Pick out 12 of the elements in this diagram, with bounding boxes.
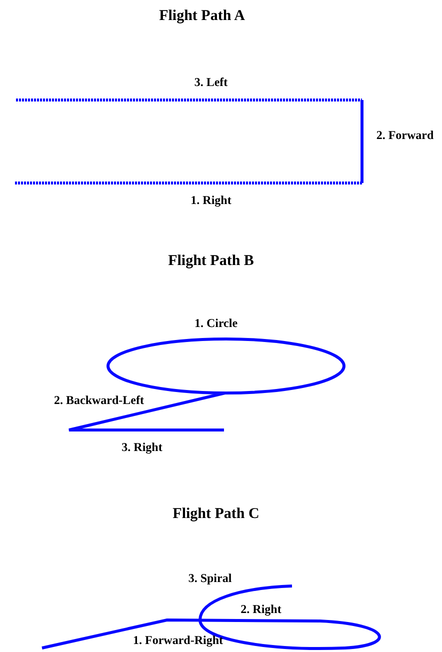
- path-label: 3. Right: [122, 439, 162, 456]
- path-label: 1. Right: [190, 192, 232, 209]
- panel-heading: Flight Path A: [159, 6, 245, 26]
- path-label: 2. Forward: [376, 127, 434, 144]
- path-label: 1. Circle: [194, 315, 238, 332]
- path-label: 2. Backward-Left: [54, 392, 144, 409]
- path-label: 1. Forward-Right: [133, 632, 223, 649]
- path-label: 2. Right: [240, 601, 282, 618]
- panel-heading: Flight Path B: [168, 252, 254, 271]
- path-label: 3. Spiral: [188, 570, 232, 587]
- path-label: 3. Left: [194, 74, 228, 91]
- panel-heading: Flight Path C: [172, 504, 260, 524]
